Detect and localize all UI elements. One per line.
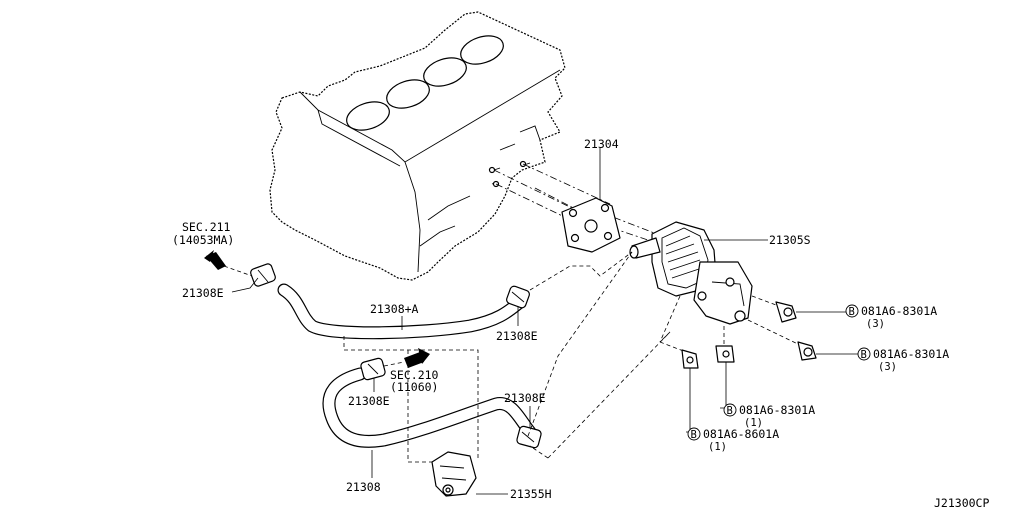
label-sec210-ref: (11060)	[390, 380, 438, 394]
water-hose-upper	[277, 283, 527, 340]
phantom-lines	[343, 251, 681, 463]
label-hose-lower: 21308	[346, 480, 381, 494]
label-clamp-lower: 21308E	[348, 394, 390, 408]
callout-bolt-1: B 081A6-8301A (3)	[845, 304, 937, 330]
hose-clamp-lower	[360, 357, 386, 381]
label-21305s: 21305S	[769, 233, 811, 247]
label-hose-upper: 21308+A	[370, 302, 419, 316]
bolt4-marker: B	[691, 429, 697, 441]
label-clamp-right: 21308E	[504, 391, 546, 405]
label-clamp-mid: 21308E	[496, 329, 538, 343]
label-21304: 21304	[584, 137, 619, 151]
bolt-lower-right	[747, 319, 817, 361]
leader-lines	[231, 148, 858, 495]
hose-clamp-mid	[506, 285, 530, 309]
diagram-id: J21300CP	[934, 496, 989, 510]
hose-clamp-left	[250, 263, 276, 287]
label-sec211: SEC.211	[182, 220, 231, 234]
oil-cooler-gasket	[561, 197, 621, 253]
bolt2-part: 081A6-8301A	[873, 347, 949, 361]
bolt-upper-right	[751, 295, 797, 323]
label-clamp-left: 21308E	[182, 286, 224, 300]
sec210-arrow	[383, 348, 430, 368]
water-hose-lower	[322, 367, 537, 448]
engine-block	[269, 11, 566, 281]
bolt2-marker: B	[861, 349, 867, 361]
bolt-center	[715, 326, 735, 363]
callout-bolt-3: B 081A6-8301A (1)	[723, 403, 815, 429]
bolt4-qty: (1)	[708, 441, 727, 453]
callout-bolt-2: B 081A6-8301A (3)	[857, 347, 949, 373]
bolt1-part: 081A6-8301A	[861, 304, 937, 318]
label-sec210: SEC.210	[390, 368, 439, 382]
oil-cooler-assembly	[629, 221, 753, 325]
label-sec211-ref: (14053MA)	[172, 233, 234, 247]
bolt4-part: 081A6-8601A	[703, 427, 779, 441]
bolt3-marker: B	[727, 405, 733, 417]
bolt3-part: 081A6-8301A	[739, 403, 815, 417]
bolt2-qty: (3)	[878, 361, 897, 373]
hose-bracket	[431, 451, 477, 497]
hose-clamp-right	[516, 425, 542, 449]
bolt1-marker: B	[849, 306, 855, 318]
sec211-arrow	[204, 250, 253, 277]
bolt-center-left	[659, 341, 699, 369]
label-bracket: 21355H	[510, 487, 552, 501]
bolt3-qty: (1)	[744, 417, 763, 429]
bolt1-qty: (3)	[866, 318, 885, 330]
callout-bolt-4: B 081A6-8601A (1)	[687, 427, 779, 453]
